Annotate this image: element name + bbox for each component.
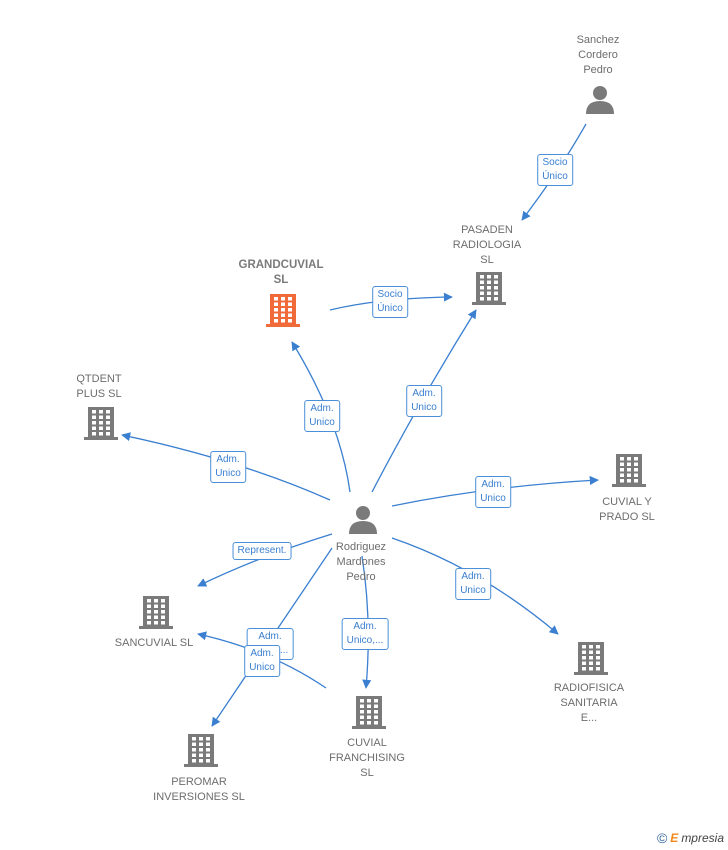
node-label-peromar[interactable]: PEROMAR INVERSIONES SL: [153, 776, 245, 803]
node-label-qtdent[interactable]: QTDENT PLUS SL: [76, 373, 122, 400]
building-icon-peromar[interactable]: [184, 734, 218, 767]
node-label-cuvialprado[interactable]: CUVIAL Y PRADO SL: [599, 496, 655, 523]
copyright-icon: ©: [656, 830, 668, 846]
person-icon-rodriguez[interactable]: [349, 506, 377, 534]
building-icon-pasaden[interactable]: [472, 272, 506, 305]
building-icon-grandcuvial[interactable]: [266, 294, 300, 327]
edge-label-rodriguez-to-qtdent[interactable]: Adm. Unico: [210, 451, 246, 483]
building-icon-cuvialprado[interactable]: [612, 454, 646, 487]
edge-label-franchising-to-sancuvial[interactable]: Adm. Unico: [244, 645, 280, 677]
node-label-sanchez[interactable]: Sanchez Cordero Pedro: [576, 34, 620, 76]
building-icon-radiofisica[interactable]: [574, 642, 608, 675]
brand-initial: E: [670, 831, 679, 845]
node-label-radiofisica[interactable]: RADIOFISICA SANITARIA E...: [553, 682, 625, 724]
building-icon-sancuvial[interactable]: [139, 596, 173, 629]
edge-label-rodriguez-to-sancuvial[interactable]: Represent.: [232, 542, 292, 560]
edge-label-grandcuvial-to-pasaden[interactable]: Socio Único: [372, 286, 408, 318]
node-label-sancuvial[interactable]: SANCUVIAL SL: [114, 637, 194, 649]
brand-name: mpresia: [681, 831, 724, 845]
edge-label-rodriguez-to-pasaden[interactable]: Adm. Unico: [406, 385, 442, 417]
edge-label-rodriguez-to-franchising[interactable]: Adm. Unico,...: [341, 618, 389, 650]
building-icon-franchising[interactable]: [352, 696, 386, 729]
node-label-grandcuvial[interactable]: GRANDCUVIAL SL: [238, 259, 324, 286]
person-icon-sanchez[interactable]: [586, 86, 614, 114]
edge-label-sanchez-to-pasaden[interactable]: Socio Único: [537, 154, 573, 186]
edge-label-rodriguez-to-cuvialprado[interactable]: Adm. Unico: [475, 476, 511, 508]
node-label-pasaden[interactable]: PASADEN RADIOLOGIA SL: [452, 224, 522, 266]
node-label-rodriguez[interactable]: Rodriguez Mardones Pedro: [335, 541, 387, 583]
node-label-franchising[interactable]: CUVIAL FRANCHISING SL: [329, 737, 405, 779]
edge-label-rodriguez-to-grandcuvial[interactable]: Adm. Unico: [304, 400, 340, 432]
edge-label-rodriguez-to-radiofisica[interactable]: Adm. Unico: [455, 568, 491, 600]
building-icon-qtdent[interactable]: [84, 407, 118, 440]
